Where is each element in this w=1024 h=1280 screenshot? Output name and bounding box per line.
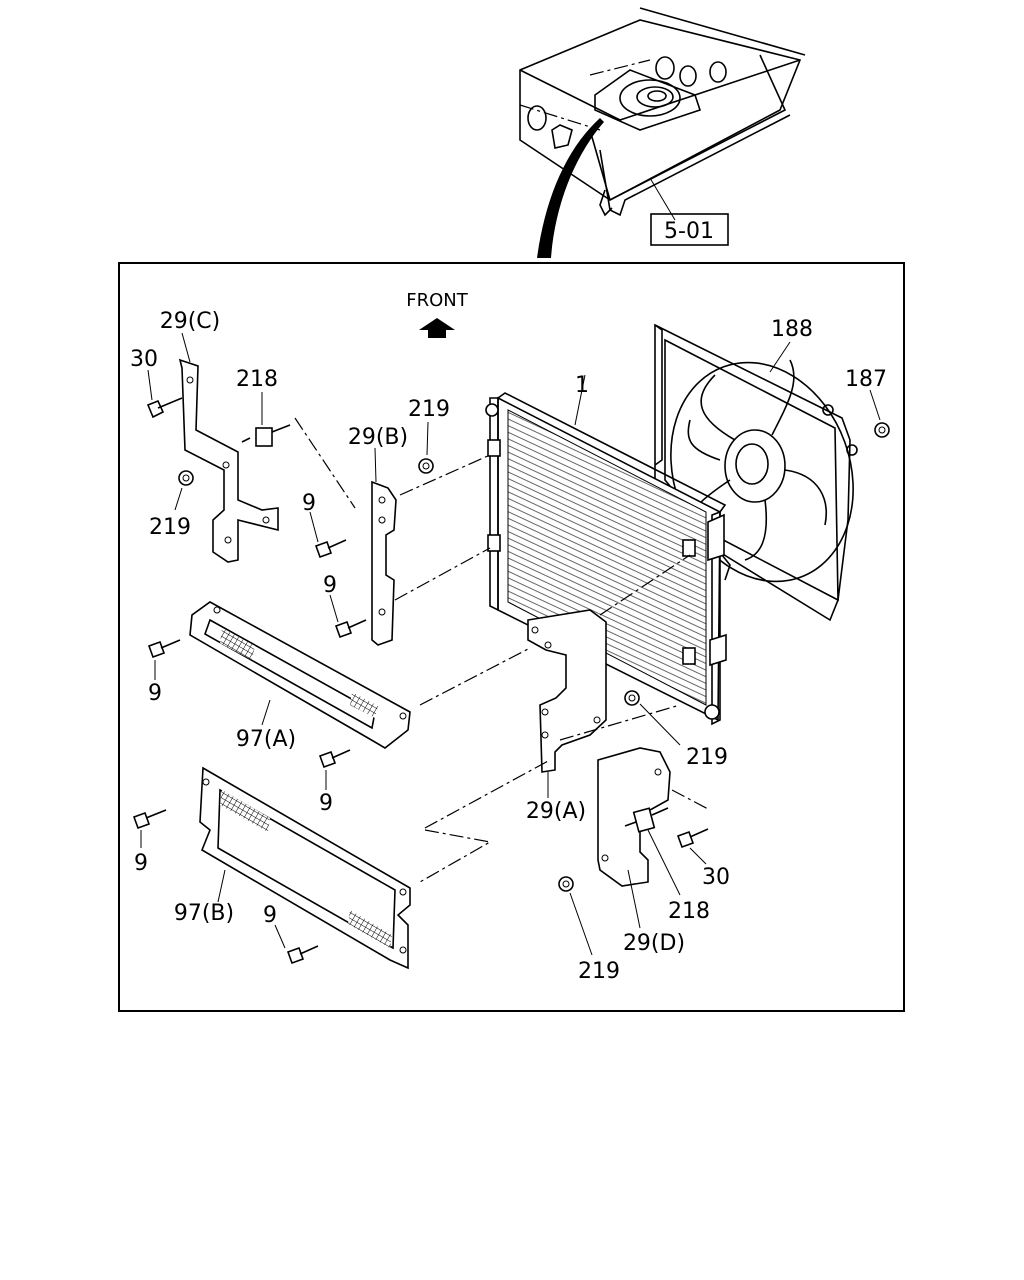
callout-218-left: 218 [236, 367, 278, 392]
callout-97b: 97(B) [174, 901, 234, 926]
grommet-218-left [241, 424, 291, 447]
bolt-9-d [318, 749, 351, 769]
bracket-29d [597, 747, 671, 887]
inset-pointer [537, 118, 604, 258]
callout-187: 187 [845, 367, 887, 392]
nut-219-bottom [558, 876, 574, 892]
grommet-218-right [624, 807, 669, 833]
nut-219-left [178, 470, 194, 486]
callout-9-c: 9 [148, 681, 162, 706]
bolt-9-f [286, 945, 319, 965]
callout-218-right: 218 [668, 899, 710, 924]
bracket-29b [371, 480, 397, 646]
nut-187 [874, 422, 890, 438]
front-label: FRONT [406, 290, 468, 311]
bolt-9-a [314, 539, 347, 559]
callout-29d: 29(D) [623, 931, 685, 956]
callout-9-b: 9 [323, 573, 337, 598]
bracket-29c [178, 358, 279, 563]
callout-9-f: 9 [263, 903, 277, 928]
reference-box: 5-01 [650, 213, 729, 246]
bolt-30-left [146, 397, 183, 419]
grille-97a [189, 601, 411, 749]
callout-219-upper: 219 [408, 397, 450, 422]
front-arrow-icon [419, 318, 455, 338]
bracket-29a [527, 609, 607, 773]
callout-1: 1 [575, 373, 589, 398]
callout-labels: 188 187 1 29(C) 30 218 219 29(B) 219 9 9… [130, 309, 887, 984]
nut-219-upper [418, 458, 434, 474]
callout-30-left: 30 [130, 347, 158, 372]
front-indicator: FRONT [406, 290, 469, 338]
bolt-30-right [676, 828, 709, 849]
callout-29b: 29(B) [348, 425, 408, 450]
callout-188: 188 [771, 317, 813, 342]
callout-9-d: 9 [319, 791, 333, 816]
callout-29a: 29(A) [526, 799, 586, 824]
grille-97b [199, 766, 411, 970]
nut-219-right [624, 690, 640, 706]
bolt-9-b [334, 619, 367, 639]
callout-219-bottom: 219 [578, 959, 620, 984]
bolt-9-e [132, 809, 167, 830]
condenser-core [485, 392, 727, 726]
callout-219-right: 219 [686, 745, 728, 770]
callout-29c: 29(C) [160, 309, 221, 334]
reference-label: 5-01 [664, 219, 714, 244]
callout-30-right: 30 [702, 865, 730, 890]
detail-frame [118, 262, 905, 1012]
callout-9-a: 9 [302, 491, 316, 516]
frame-inset [519, 7, 806, 221]
callout-97a: 97(A) [236, 727, 296, 752]
callout-9-e: 9 [134, 851, 148, 876]
bolt-9-c [147, 639, 181, 659]
callout-219-left: 219 [149, 515, 191, 540]
